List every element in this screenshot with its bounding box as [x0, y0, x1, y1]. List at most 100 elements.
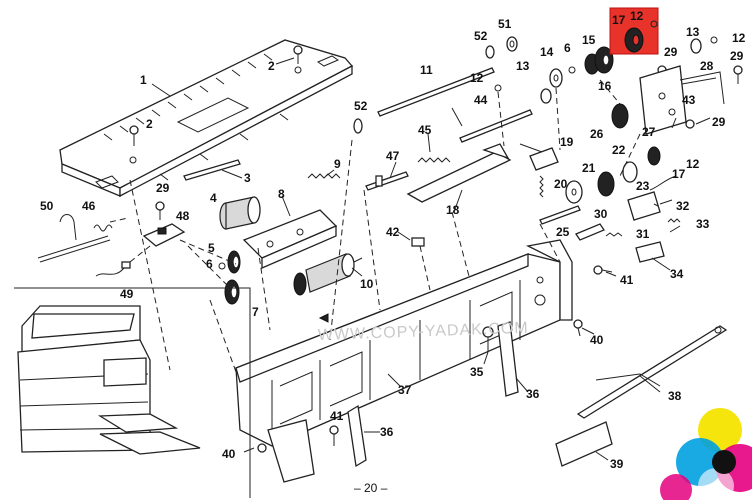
label-part-12: 12 [470, 71, 484, 85]
label-part-33: 33 [696, 217, 710, 231]
color-circles-logo [660, 408, 752, 500]
label-part-14: 14 [540, 45, 554, 59]
label-part-12-top: 12 [630, 9, 644, 23]
label-part-29-top: 29 [664, 45, 678, 59]
label-part-45: 45 [418, 123, 432, 137]
label-part-15: 15 [582, 33, 596, 47]
screw-part-41-mid [329, 425, 339, 446]
label-part-52-left: 52 [354, 99, 368, 113]
label-part-19: 19 [560, 135, 574, 149]
bracket-part-19 [529, 147, 559, 171]
label-part-40-left: 40 [222, 447, 236, 461]
label-part-44: 44 [474, 93, 488, 107]
label-part-12-mid: 12 [686, 157, 700, 171]
label-part-28: 28 [700, 59, 714, 73]
label-part-2-b: 2 [146, 117, 153, 131]
shaft-part-44 [459, 109, 533, 143]
pulley-part-14 [549, 68, 563, 88]
sensor-part-48 [142, 223, 186, 247]
gear-part-22 [597, 171, 615, 197]
gear-part-12-mid [647, 146, 661, 166]
screw-part-29-right [733, 65, 743, 84]
roller-part-4 [219, 196, 261, 230]
clip-part-6-top [568, 66, 576, 74]
label-part-20: 20 [554, 177, 568, 191]
label-part-4: 4 [210, 191, 217, 205]
bushing-part-51 [506, 36, 518, 52]
bracket-part-34 [635, 241, 665, 263]
screw-part-29-left [155, 201, 165, 220]
bushing-part-13-top [540, 88, 552, 104]
top-cover-part-1 [59, 39, 354, 198]
harness-part-49 [95, 261, 131, 277]
label-part-37: 37 [398, 383, 412, 397]
label-part-43: 43 [682, 93, 696, 107]
label-part-22: 22 [612, 143, 626, 157]
shaft-part-11 [377, 67, 495, 117]
label-part-35: 35 [470, 365, 484, 379]
label-part-11: 11 [420, 63, 433, 77]
label-part-36-right: 36 [526, 387, 540, 401]
shaft-part-25 [539, 205, 581, 225]
gear-part-16 [594, 46, 614, 74]
bushing-part-52-top [485, 45, 495, 59]
label-part-10: 10 [360, 277, 374, 291]
bracket-part-8 [242, 209, 338, 269]
screw-part-40-right [573, 319, 583, 337]
label-part-27: 27 [642, 125, 656, 139]
page-number: – 20 – [354, 481, 388, 495]
label-part-13: 13 [516, 59, 530, 73]
actuator-part-47 [365, 171, 409, 191]
spring-part-20 [539, 175, 544, 198]
label-part-29-left: 29 [156, 181, 170, 195]
label-part-32: 32 [676, 199, 690, 213]
label-part-49: 49 [120, 287, 134, 301]
screw-part-29-frame [685, 119, 695, 129]
main-frame-part-37 [235, 239, 573, 447]
label-part-5: 5 [208, 241, 215, 255]
label-part-18: 18 [446, 203, 460, 217]
label-part-8: 8 [278, 187, 285, 201]
label-part-9: 9 [334, 157, 341, 171]
label-part-21: 21 [582, 161, 596, 175]
spring-part-31 [605, 232, 623, 237]
pulley-part-21 [565, 180, 583, 204]
screw-part-40-left [243, 443, 267, 453]
label-part-47: 47 [386, 149, 400, 163]
label-part-3: 3 [244, 171, 251, 185]
label-part-31: 31 [636, 227, 650, 241]
label-part-29-frame: 29 [712, 115, 726, 129]
label-part-1: 1 [140, 73, 147, 87]
leader-lines [151, 57, 711, 461]
guide-part-18 [406, 143, 512, 203]
label-part-23: 23 [636, 179, 650, 193]
plate-part-36-left [347, 404, 367, 468]
bushing-part-52-left [353, 118, 363, 134]
label-part-26: 26 [590, 127, 604, 141]
label-part-25: 25 [556, 225, 570, 239]
gear-part-5 [227, 250, 241, 274]
clip-part-12-top [494, 84, 502, 92]
label-part-6-top: 6 [564, 41, 571, 55]
label-part-29-right: 29 [730, 49, 744, 63]
label-part-17-highlighted: 17 [612, 13, 626, 27]
label-part-7: 7 [252, 305, 259, 319]
clip-part-12-right [710, 36, 718, 44]
collar-part-23 [622, 161, 638, 183]
label-part-41-mid: 41 [330, 409, 344, 423]
arm-part-30 [575, 223, 605, 241]
spring-part-46 [93, 217, 129, 232]
label-part-16: 16 [598, 79, 612, 93]
screw-part-2 [129, 45, 303, 146]
solenoid-part-32 [627, 191, 673, 221]
rod-part-3 [183, 159, 241, 181]
label-part-34: 34 [670, 267, 684, 281]
label-part-39: 39 [610, 457, 624, 471]
label-part-12-right: 12 [732, 31, 746, 45]
label-part-17: 17 [672, 167, 686, 181]
spring-part-9 [307, 173, 341, 179]
label-part-51: 51 [498, 17, 512, 31]
label-part-13-right: 13 [686, 25, 700, 39]
label-part-30: 30 [594, 207, 608, 221]
